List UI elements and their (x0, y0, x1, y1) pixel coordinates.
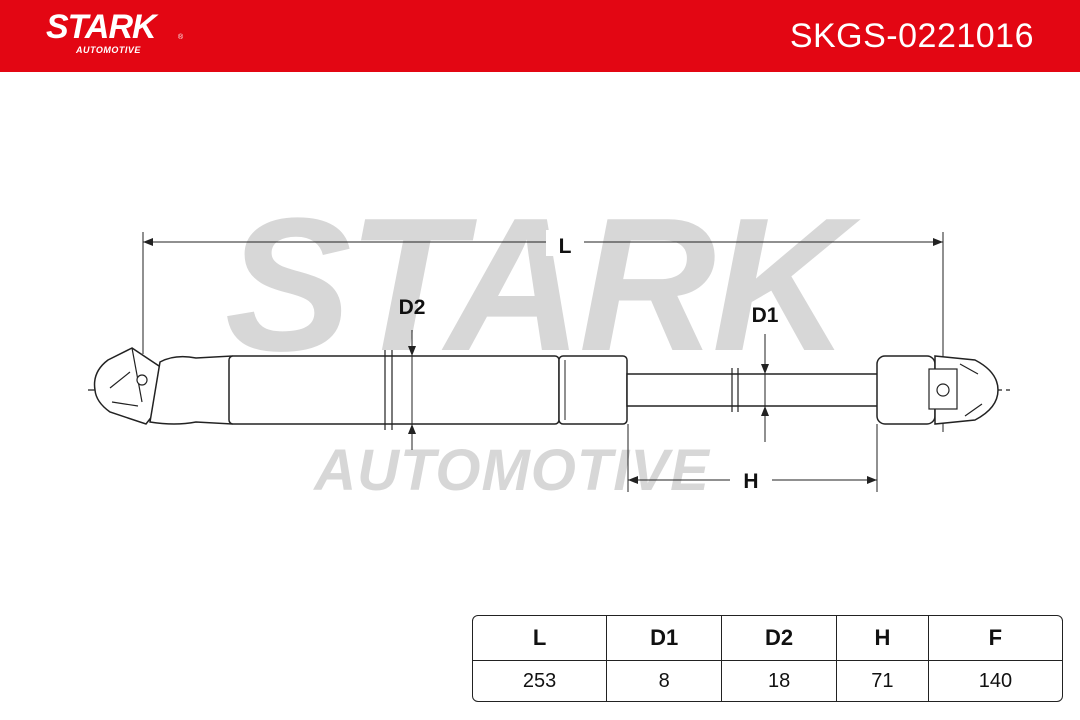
left-fitting-detail (109, 347, 143, 407)
label-d1: D1 (752, 304, 779, 327)
h-arrow-right (867, 476, 877, 484)
logo-subtext: AUTOMOTIVE (76, 45, 141, 55)
right-fitting-detail (959, 363, 983, 417)
arrow-left (143, 238, 153, 246)
spec-value-h: 71 (836, 660, 929, 701)
spec-value-d2: 18 (721, 660, 838, 701)
d2-arrow-top (408, 346, 416, 356)
cylinder-body (228, 355, 560, 425)
watermark-sub: AUTOMOTIVE (312, 438, 711, 503)
spec-value-d1: 8 (606, 660, 723, 701)
stark-logo: STARK ® AUTOMOTIVE (46, 8, 196, 58)
spec-value-l: 253 (473, 660, 608, 701)
d1-arrow-top (761, 364, 769, 374)
spec-header-l: L (473, 616, 608, 661)
d1-arrow-bottom (761, 406, 769, 416)
left-neck (149, 355, 233, 425)
spec-value-f: 140 (978, 669, 1013, 692)
cylinder-cap (558, 355, 628, 425)
part-number: SKGS-0221016 (789, 17, 1034, 55)
spec-header-h: H (836, 616, 929, 661)
label-h: H (743, 470, 758, 493)
label-d2: D2 (399, 296, 426, 319)
d2-arrow-bottom (408, 424, 416, 434)
spec-table: L D1 D2 H F 253 8 18 71 140 (472, 615, 1063, 702)
right-pivot-hole (936, 383, 950, 397)
logo-registered-mark: ® (178, 34, 184, 41)
label-l-bg (546, 230, 584, 256)
gas-spring-drawing: STARK AUTOMOTIVE (88, 179, 1010, 503)
piston-rod (626, 373, 880, 407)
spec-header-d1: D1 (606, 616, 723, 661)
h-arrow-left (628, 476, 638, 484)
spec-header-d2: D2 (721, 616, 838, 661)
left-pivot-hole (136, 374, 148, 386)
arrow-right (933, 238, 943, 246)
label-h-bg (730, 466, 772, 494)
label-l: L (559, 235, 572, 258)
logo-text: STARK (46, 8, 157, 46)
left-end-fitting (93, 347, 169, 425)
spec-header-f: F (928, 616, 1062, 661)
header-bar: STARK ® AUTOMOTIVE SKGS-0221016 (0, 0, 1080, 72)
right-end-body (876, 355, 936, 425)
